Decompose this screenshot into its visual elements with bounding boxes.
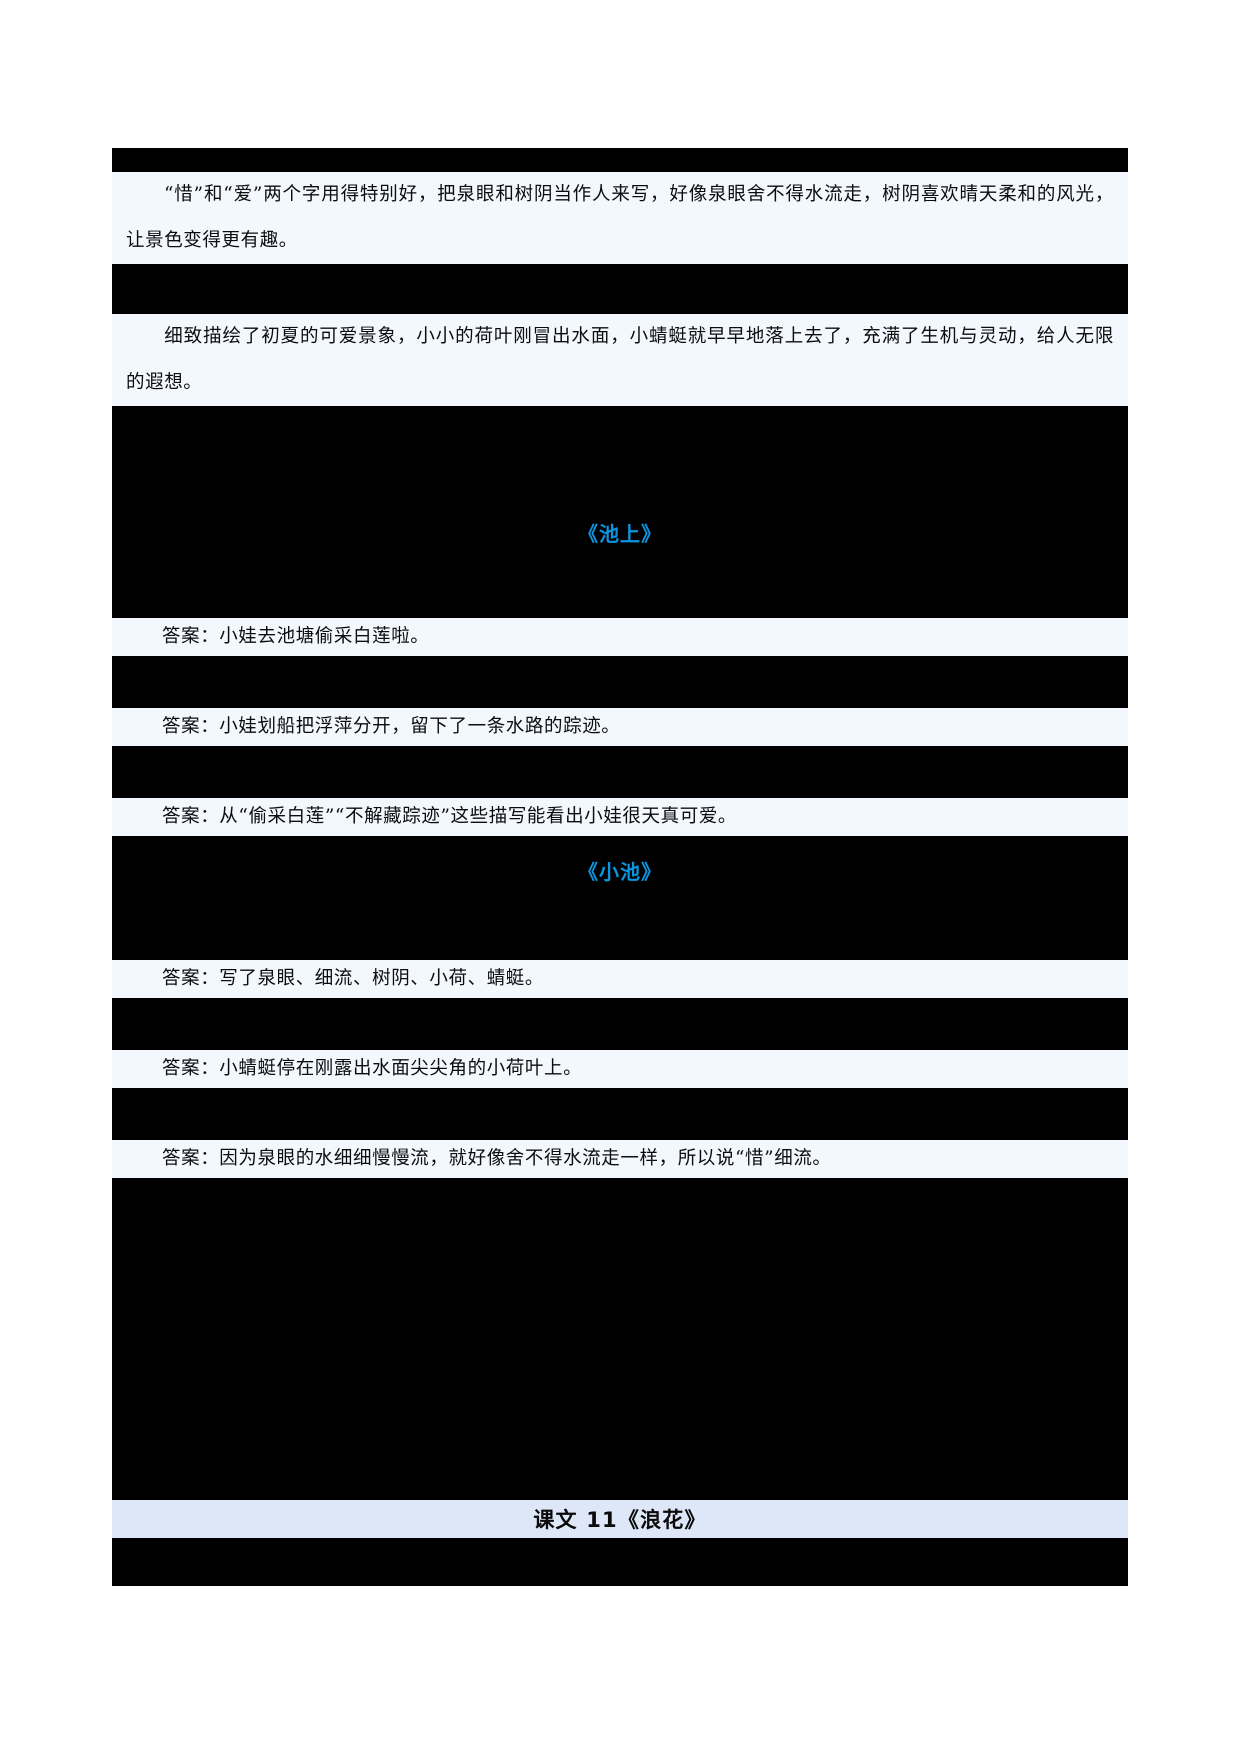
redacted-band bbox=[112, 656, 1128, 708]
answer-band: 答案：因为泉眼的水细细慢慢流，就好像舍不得水流走一样，所以说“惜”细流。 bbox=[112, 1140, 1128, 1178]
answer-text-chishang-1: 答案：小娃去池塘偷采白莲啦。 bbox=[162, 625, 430, 647]
paragraph-2-content: 细致描绘了初夏的可爱景象，小小的荷叶刚冒出水面，小蜻蜓就早早地落上去了，充满了生… bbox=[126, 326, 1114, 393]
redacted-band bbox=[112, 1088, 1128, 1140]
answer-text-chishang-3: 答案：从“偷采白莲”“不解藏踪迹”这些描写能看出小娃很天真可爱。 bbox=[162, 805, 738, 827]
answer-band: 答案：小娃划船把浮萍分开，留下了一条水路的踪迹。 bbox=[112, 708, 1128, 746]
redacted-band bbox=[112, 148, 1128, 172]
answer-band: 答案：写了泉眼、细流、树阴、小荷、蜻蜓。 bbox=[112, 960, 1128, 998]
answer-text-xiaochi-1: 答案：写了泉眼、细流、树阴、小荷、蜻蜓。 bbox=[162, 967, 545, 989]
lesson-header-label: 课文 11《浪花》 bbox=[533, 1508, 707, 1532]
redacted-band bbox=[112, 746, 1128, 798]
redacted-band-large bbox=[112, 1178, 1128, 1500]
answer-text-chishang-2: 答案：小娃划船把浮萍分开，留下了一条水路的踪迹。 bbox=[162, 715, 621, 737]
paragraph-text-1: “惜”和“爱”两个字用得特别好，把泉眼和树阴当作人来写，好像泉眼舍不得水流走，树… bbox=[126, 172, 1114, 264]
lesson-header-band: 课文 11《浪花》 bbox=[112, 1500, 1128, 1538]
poem-title-band-xiaochi: 《小池》 bbox=[112, 836, 1128, 904]
answer-band: 答案：小蜻蜓停在刚露出水面尖尖角的小荷叶上。 bbox=[112, 1050, 1128, 1088]
answer-text-xiaochi-2: 答案：小蜻蜓停在刚露出水面尖尖角的小荷叶上。 bbox=[162, 1057, 583, 1079]
poem-title-xiaochi: 《小池》 bbox=[578, 859, 662, 884]
paragraph-block-2: 细致描绘了初夏的可爱景象，小小的荷叶刚冒出水面，小蜻蜓就早早地落上去了，充满了生… bbox=[112, 314, 1128, 406]
paragraph-text-2: 细致描绘了初夏的可爱景象，小小的荷叶刚冒出水面，小蜻蜓就早早地落上去了，充满了生… bbox=[126, 314, 1114, 406]
redacted-band bbox=[112, 998, 1128, 1050]
redacted-band bbox=[112, 566, 1128, 618]
answer-text-xiaochi-3: 答案：因为泉眼的水细细慢慢流，就好像舍不得水流走一样，所以说“惜”细流。 bbox=[162, 1147, 832, 1169]
redacted-band bbox=[112, 904, 1128, 960]
poem-title-chishang: 《池上》 bbox=[578, 521, 662, 546]
document-content-column: “惜”和“爱”两个字用得特别好，把泉眼和树阴当作人来写，好像泉眼舍不得水流走，树… bbox=[112, 148, 1128, 1586]
paragraph-1-content: “惜”和“爱”两个字用得特别好，把泉眼和树阴当作人来写，好像泉眼舍不得水流走，树… bbox=[126, 184, 1114, 251]
answer-band: 答案：小娃去池塘偷采白莲啦。 bbox=[112, 618, 1128, 656]
redacted-band bbox=[112, 406, 1128, 498]
answer-band: 答案：从“偷采白莲”“不解藏踪迹”这些描写能看出小娃很天真可爱。 bbox=[112, 798, 1128, 836]
redacted-band bbox=[112, 1538, 1128, 1586]
redacted-band bbox=[112, 264, 1128, 314]
poem-title-band-chishang: 《池上》 bbox=[112, 498, 1128, 566]
paragraph-block-1: “惜”和“爱”两个字用得特别好，把泉眼和树阴当作人来写，好像泉眼舍不得水流走，树… bbox=[112, 172, 1128, 264]
